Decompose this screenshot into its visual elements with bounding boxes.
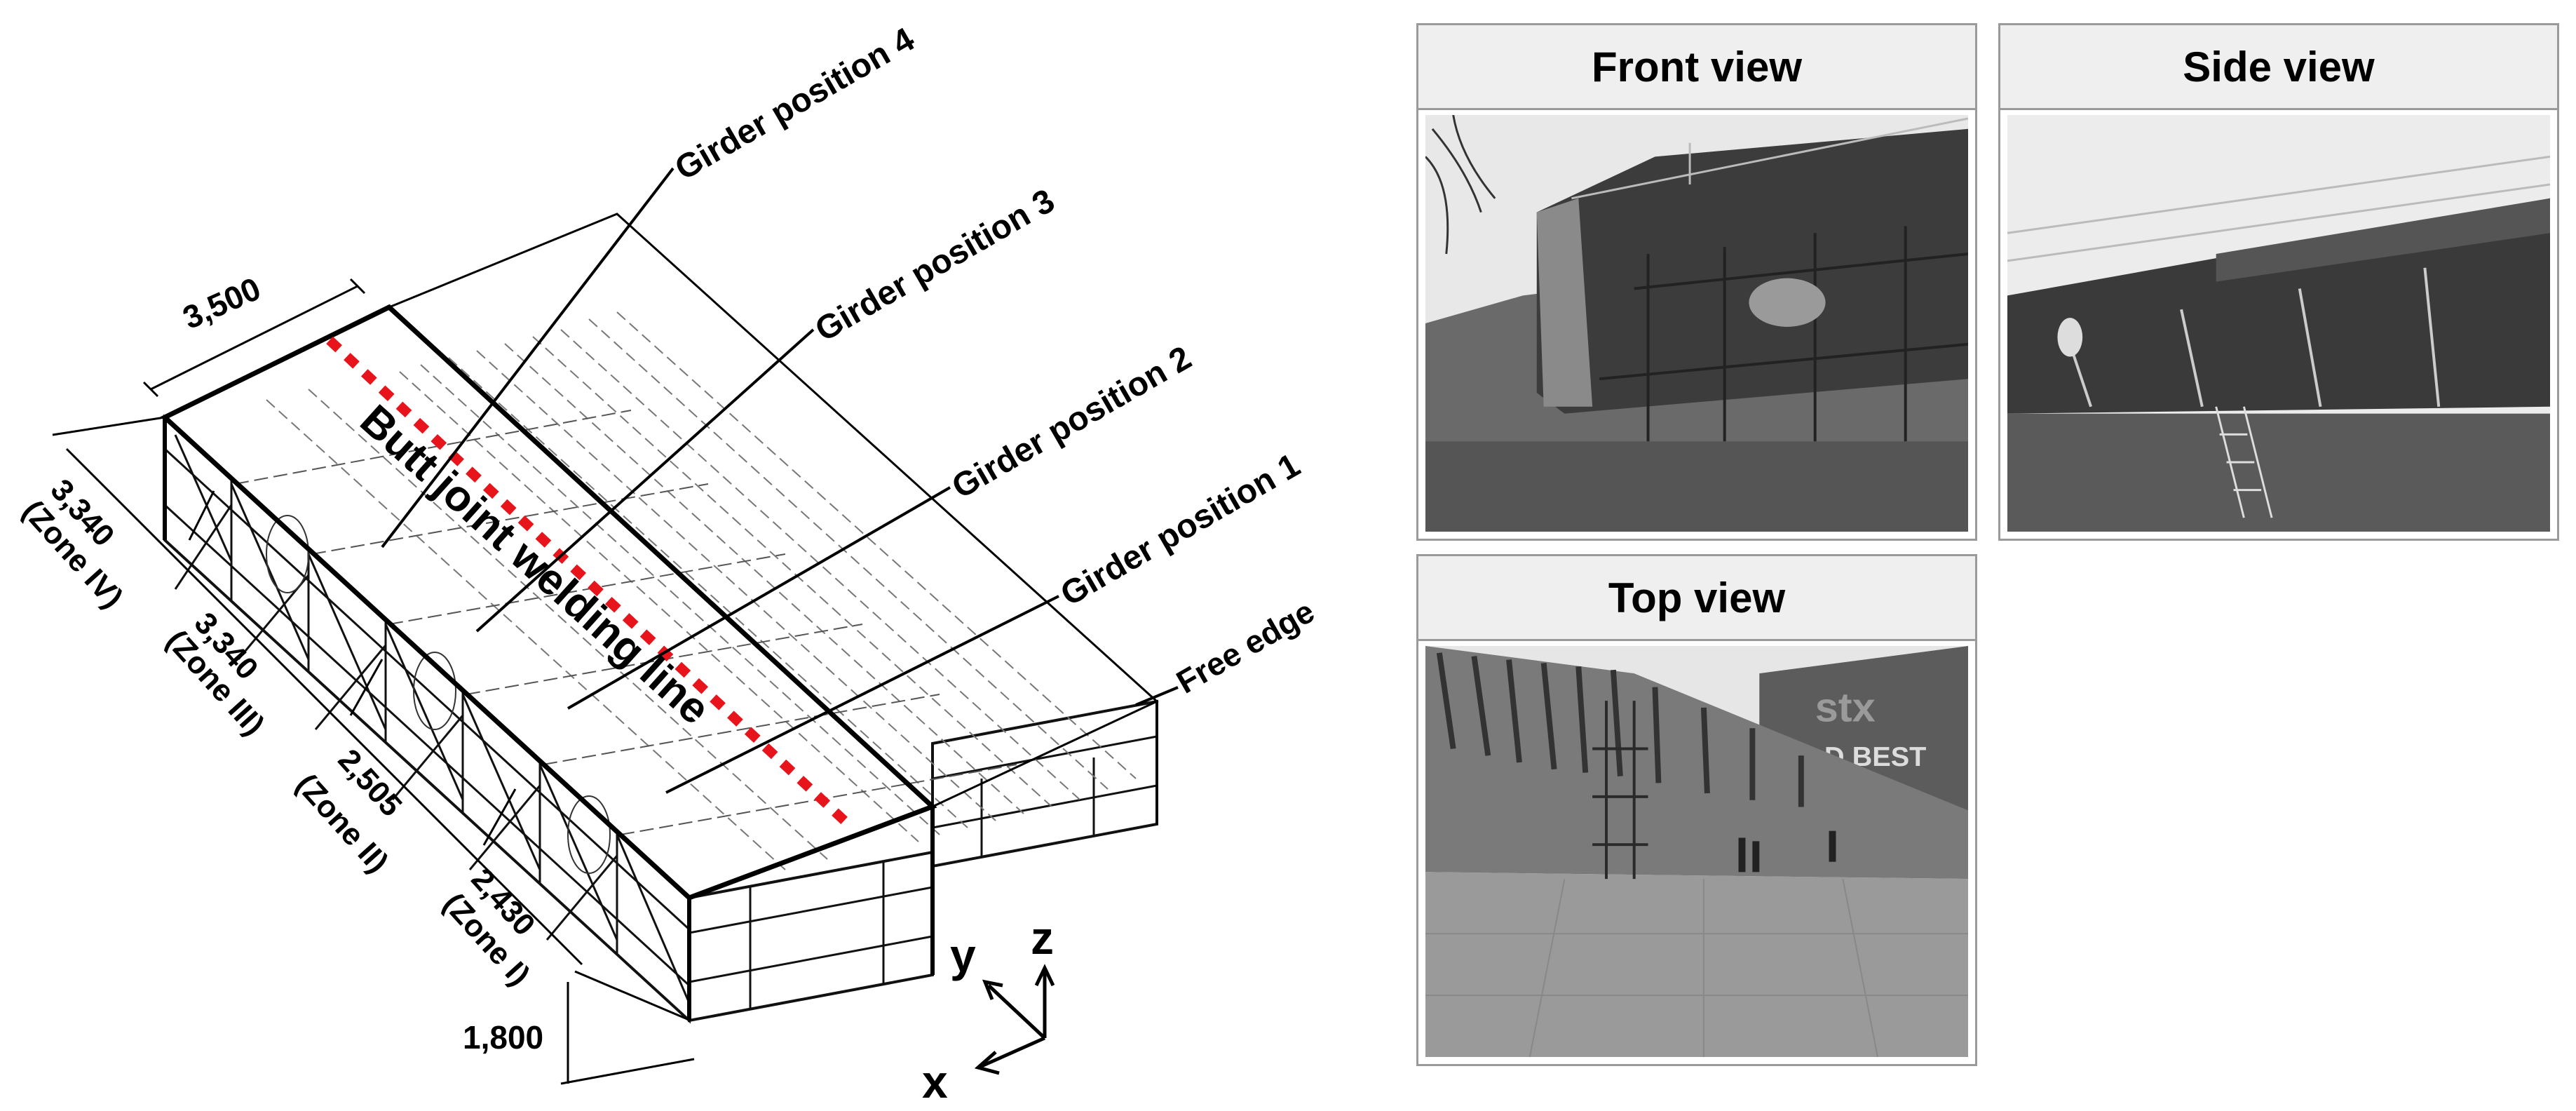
- internal-structure: [163, 414, 1158, 1024]
- axis-x-label: x: [922, 1056, 948, 1107]
- dimension-lines: [52, 278, 695, 1085]
- side-view-panel: Side view: [1998, 23, 2559, 541]
- girder-leaders: [381, 167, 1179, 794]
- girder-label-2: Girder position 2: [946, 339, 1198, 506]
- top-view-photo: stx RLD BEST: [1425, 646, 1968, 1057]
- hull-block-diagram: Girder position 4 Girder position 3 Gird…: [16, 20, 1321, 1107]
- top-view-sign-stx: stx: [1815, 685, 1876, 730]
- girder-labels: Girder position 4 Girder position 3 Gird…: [669, 20, 1320, 700]
- height-dimension: 1,800: [463, 1019, 543, 1056]
- weld-line-label: Butt joint welding line: [351, 396, 719, 734]
- deck-outline: [160, 213, 1159, 1021]
- girder-label-3: Girder position 3: [809, 182, 1061, 349]
- axis-y-label: y: [950, 929, 976, 981]
- front-view-title: Front view: [1418, 25, 1975, 110]
- girder-label-4: Girder position 4: [669, 20, 921, 187]
- free-edge-label: Free edge: [1170, 593, 1320, 701]
- side-view-photo: [2007, 115, 2550, 532]
- front-view-panel: Front view: [1416, 23, 1977, 541]
- axis-z-label: z: [1031, 912, 1054, 964]
- side-view-title: Side view: [2000, 25, 2557, 110]
- girder-label-1: Girder position 1: [1055, 447, 1306, 614]
- top-view-title: Top view: [1418, 556, 1975, 641]
- axis-triad: [974, 964, 1055, 1075]
- width-dimension: 3,500: [177, 270, 266, 336]
- front-view-photo: [1425, 115, 1968, 532]
- top-view-panel: Top view stx RLD BEST: [1416, 554, 1977, 1066]
- deck-stiffeners: [266, 311, 1137, 870]
